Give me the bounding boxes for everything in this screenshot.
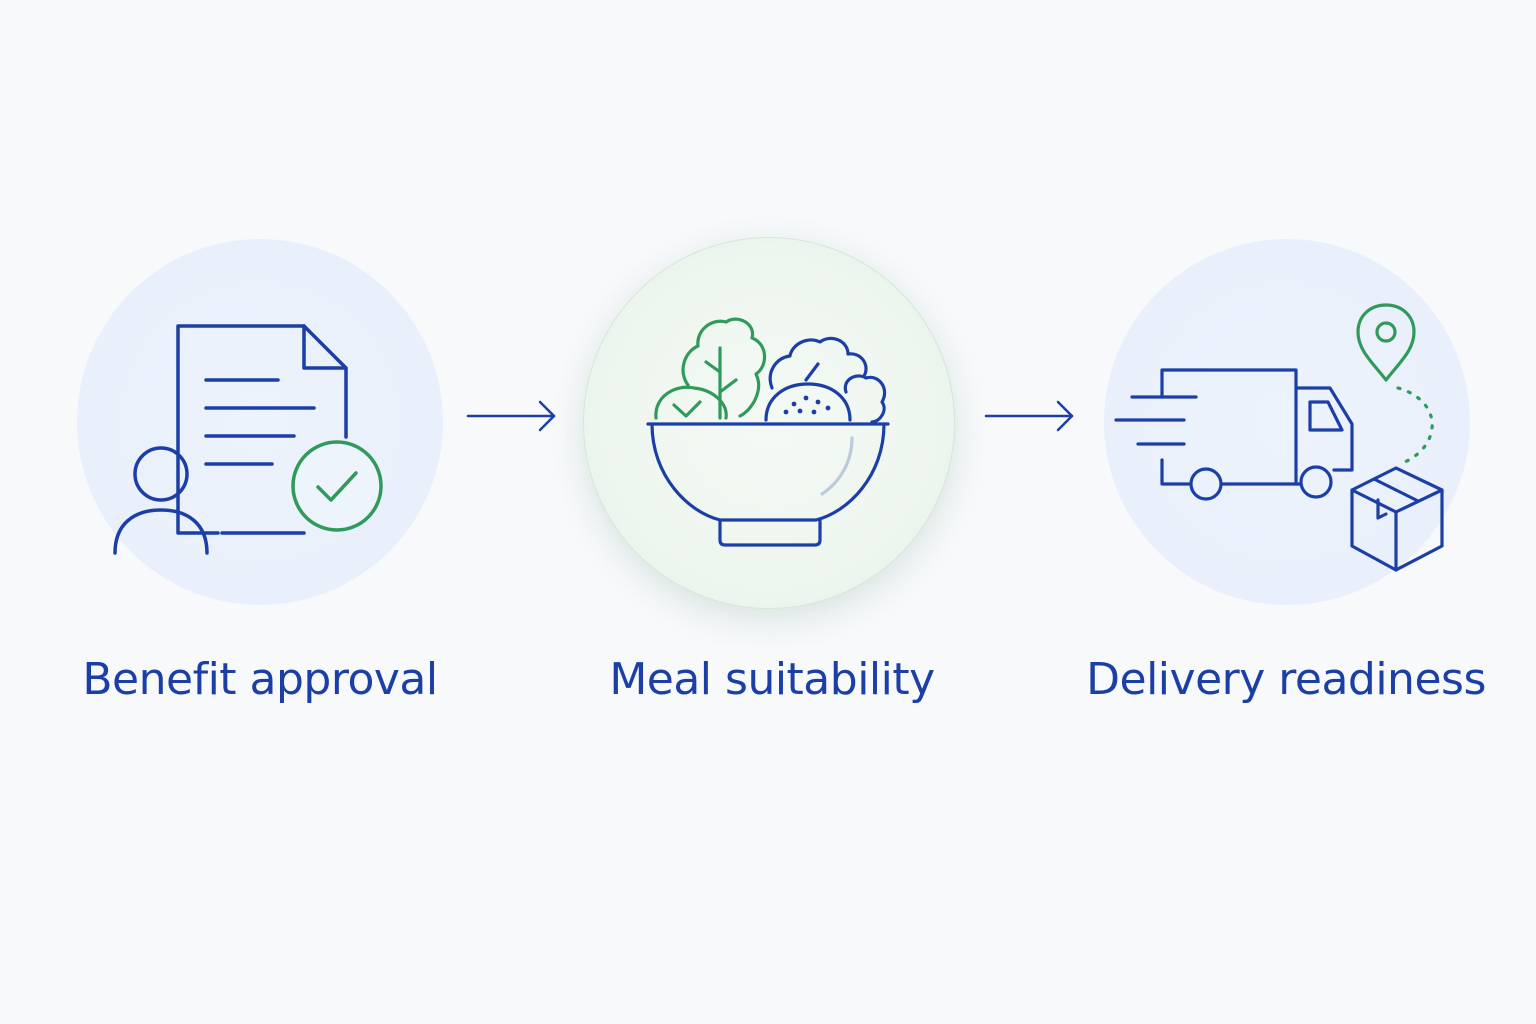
- arrow-right-icon: [984, 400, 1074, 432]
- arrow-right-icon: [466, 400, 556, 432]
- step-circle-benefit-approval: [77, 239, 443, 605]
- step-circle-delivery-readiness: [1104, 239, 1470, 605]
- salad-bowl-icon: [646, 317, 890, 547]
- document-person-check-icon: [113, 324, 383, 555]
- step-label-benefit-approval: Benefit approval: [82, 654, 438, 705]
- step-label-meal-suitability: Meal suitability: [609, 654, 935, 705]
- step-label-delivery-readiness: Delivery readiness: [1086, 654, 1486, 705]
- delivery-truck-package-icon: [1114, 303, 1444, 572]
